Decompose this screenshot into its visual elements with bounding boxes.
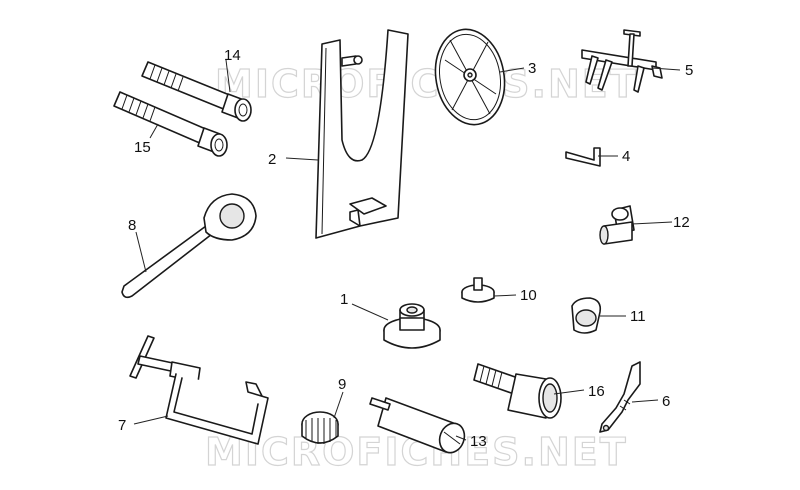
callouts: 14 15 2 3 5 4 12 8 1 10 11 7 9 13 16 6 (118, 47, 693, 450)
leader-1 (351, 303, 389, 321)
callout-14: 14 (224, 47, 241, 64)
part-15-bolt (113, 91, 228, 157)
callout-13: 13 (470, 433, 487, 450)
leader-7 (133, 415, 169, 425)
leader-14 (225, 59, 231, 93)
part-13-cylinder (369, 397, 466, 454)
leader-9 (333, 391, 344, 419)
callout-1: 1 (340, 291, 348, 308)
callout-16: 16 (588, 383, 605, 400)
leader-16 (553, 389, 585, 395)
callout-4: 4 (622, 148, 630, 165)
part-2-fork-plate (315, 29, 409, 239)
callout-6: 6 (662, 393, 670, 410)
leader-5 (651, 67, 681, 71)
leader-2 (285, 157, 319, 161)
callout-9: 9 (338, 376, 346, 393)
leader-3 (499, 67, 525, 73)
part-7-clamp (129, 335, 269, 445)
part-1-spindle-cup (383, 303, 441, 349)
leader-lines (133, 59, 681, 441)
watermark-top: MICROFICHES.NET (215, 62, 638, 106)
part-14-bolt (141, 61, 252, 122)
callout-7: 7 (118, 417, 126, 434)
callout-11: 11 (630, 308, 646, 325)
callout-12: 12 (673, 214, 690, 231)
callout-15: 15 (134, 139, 151, 156)
callout-5: 5 (685, 62, 693, 79)
part-11-cap (571, 297, 602, 334)
callout-10: 10 (520, 287, 537, 304)
part-10-nut (461, 277, 495, 303)
leader-8 (135, 231, 147, 273)
part-6-lever (599, 361, 641, 433)
part-9-gear (301, 411, 339, 444)
part-8-spanner (121, 193, 257, 299)
part-4-bracket (565, 147, 601, 167)
leader-10 (493, 294, 517, 297)
leader-12 (631, 221, 673, 225)
leader-6 (631, 399, 659, 403)
leader-13 (455, 435, 467, 441)
callout-2: 2 (268, 151, 276, 168)
part-12-plug (599, 205, 635, 245)
part-5-puller (581, 29, 663, 93)
part-3-degree-wheel (434, 28, 506, 126)
callout-8: 8 (128, 217, 136, 234)
leader-15 (149, 123, 159, 139)
part-16-sleeve (473, 363, 562, 419)
callout-3: 3 (528, 60, 536, 77)
